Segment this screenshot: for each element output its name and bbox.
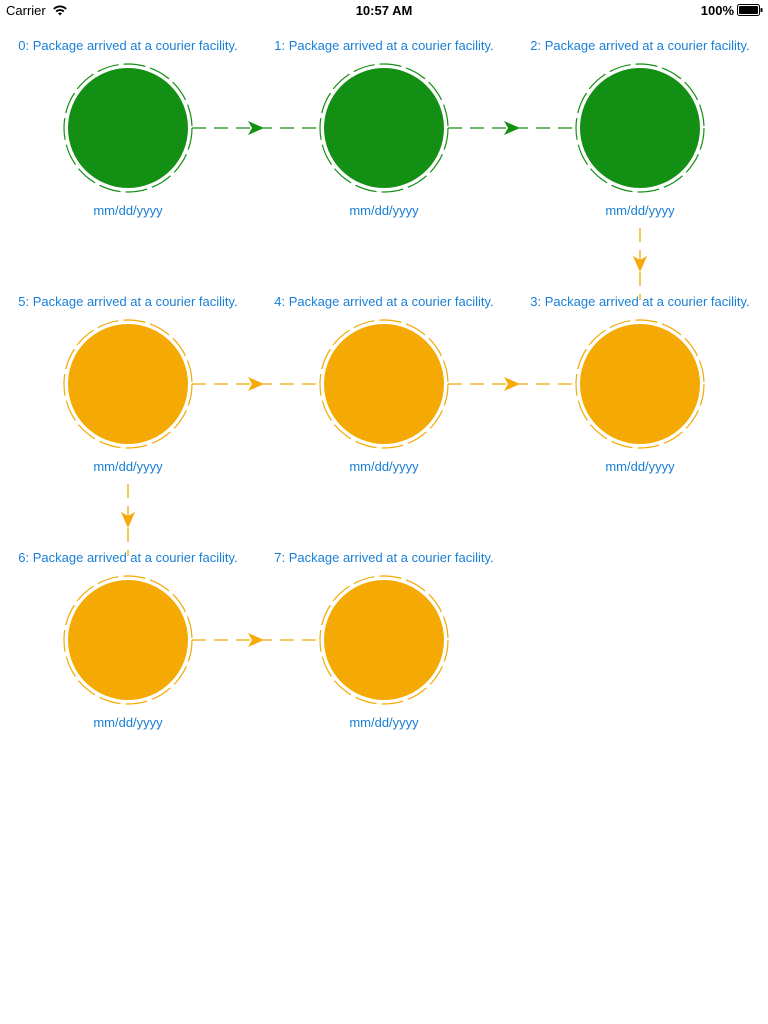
timeline-step-7: 7: Package arrived at a courier facility… [274, 550, 493, 730]
status-bar: Carrier 10:57 AM 100% [0, 0, 768, 20]
arrow-icon [633, 256, 647, 272]
step-ring [575, 319, 705, 449]
step-date: mm/dd/yyyy [349, 459, 419, 474]
timeline-step-2: 2: Package arrived at a courier facility… [530, 38, 749, 218]
arrow-icon [248, 377, 264, 391]
step-title: 2: Package arrived at a courier facility… [530, 38, 749, 53]
timeline-step-4: 4: Package arrived at a courier facility… [274, 294, 493, 474]
arrow-icon [504, 377, 520, 391]
step-status-circle [324, 68, 444, 188]
step-title: 5: Package arrived at a courier facility… [18, 294, 237, 309]
step-status-circle [324, 580, 444, 700]
connector-0-1 [192, 121, 320, 135]
step-ring [319, 319, 449, 449]
clock: 10:57 AM [355, 3, 413, 18]
step-status-circle [68, 68, 188, 188]
step-date: mm/dd/yyyy [605, 203, 675, 218]
arrow-icon [248, 633, 264, 647]
step-title: 3: Package arrived at a courier facility… [530, 294, 749, 309]
connector-3-4 [448, 377, 576, 391]
timeline-step-6: 6: Package arrived at a courier facility… [18, 550, 237, 730]
timeline-step-0: 0: Package arrived at a courier facility… [18, 38, 237, 218]
step-date: mm/dd/yyyy [349, 203, 419, 218]
step-ring [319, 575, 449, 705]
arrow-icon [121, 512, 135, 528]
arrow-icon [504, 121, 520, 135]
step-ring [575, 63, 705, 193]
step-status-circle [68, 580, 188, 700]
timeline-step-3: 3: Package arrived at a courier facility… [530, 294, 749, 474]
step-date: mm/dd/yyyy [93, 715, 163, 730]
connector-5-6 [121, 484, 135, 556]
step-status-circle [68, 324, 188, 444]
step-status-circle [580, 68, 700, 188]
arrow-icon [248, 121, 264, 135]
connector-6-7 [192, 633, 320, 647]
timeline-step-1: 1: Package arrived at a courier facility… [274, 38, 493, 218]
connector-2-3 [633, 228, 647, 300]
step-title: 6: Package arrived at a courier facility… [18, 550, 237, 565]
timeline-step-5: 5: Package arrived at a courier facility… [18, 294, 237, 474]
battery-percentage: 100% [700, 3, 734, 18]
step-title: 7: Package arrived at a courier facility… [274, 550, 493, 565]
step-status-circle [580, 324, 700, 444]
step-date: mm/dd/yyyy [93, 203, 163, 218]
step-title: 0: Package arrived at a courier facility… [18, 38, 237, 53]
step-ring [63, 63, 193, 193]
step-status-circle [324, 324, 444, 444]
connector-4-5 [192, 377, 320, 391]
step-ring [63, 319, 193, 449]
wifi-icon [53, 5, 67, 16]
battery-icon [737, 4, 763, 16]
step-title: 4: Package arrived at a courier facility… [274, 294, 493, 309]
step-date: mm/dd/yyyy [605, 459, 675, 474]
step-date: mm/dd/yyyy [93, 459, 163, 474]
carrier-label: Carrier [6, 3, 46, 18]
step-date: mm/dd/yyyy [349, 715, 419, 730]
step-ring [319, 63, 449, 193]
connector-1-2 [448, 121, 576, 135]
step-title: 1: Package arrived at a courier facility… [274, 38, 493, 53]
step-ring [63, 575, 193, 705]
